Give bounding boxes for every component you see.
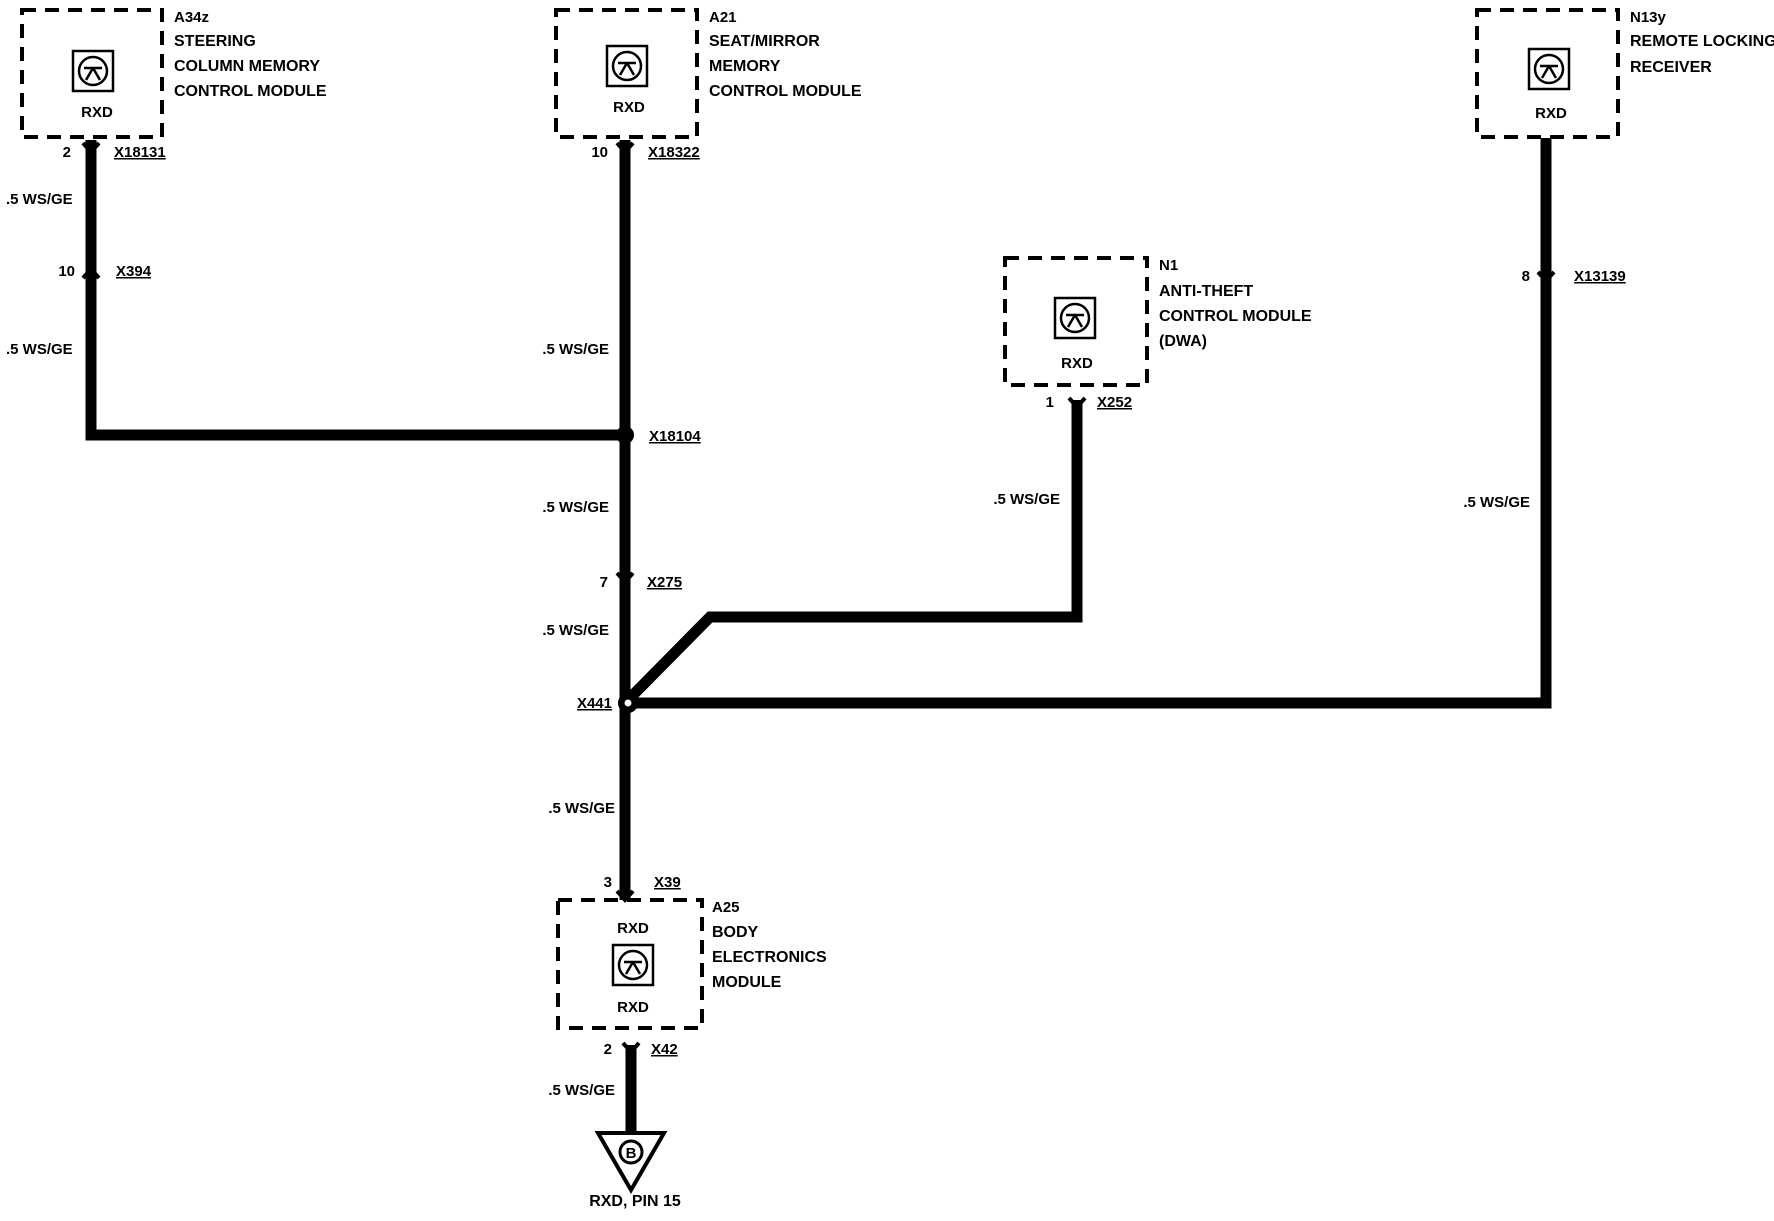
transceiver-icon [71, 49, 115, 93]
pin-x13139: 8 [1522, 268, 1530, 285]
pin-x18131: 2 [63, 144, 71, 161]
module-a21-name-3: CONTROL MODULE [709, 83, 862, 100]
pin-x275: 7 [600, 574, 608, 591]
wire-a34z [85, 140, 625, 441]
wire-label-n1: .5 WS/GE [993, 491, 1060, 508]
chevron-x18131-icon [81, 141, 101, 156]
chevron-x275-icon [615, 571, 635, 586]
module-n13y-id: N13y [1630, 9, 1667, 26]
splice-x18104-icon [616, 426, 634, 444]
chevron-x13139-icon [1536, 270, 1556, 285]
terminal: B RXD, PIN 15 [589, 1131, 681, 1210]
connector-x252: X252 [1097, 394, 1132, 411]
chevron-x394-icon [81, 265, 101, 280]
module-a21-name-2: MEMORY [709, 58, 781, 75]
module-a34z-name-1: STEERING [174, 33, 256, 50]
module-n1-name-2: CONTROL MODULE [1159, 308, 1312, 325]
module-a34z-id: A34z [174, 9, 209, 26]
wire-label-a34z-upper: .5 WS/GE [6, 191, 73, 208]
connector-x18104: X18104 [649, 428, 701, 445]
pin-x394: 10 [58, 263, 75, 280]
module-a25-name-3: MODULE [712, 974, 782, 991]
module-a25: RXD RXD A25 BODY ELECTRONICS MODULE [556, 898, 827, 1030]
wires [85, 138, 1552, 1133]
module-n13y-name-2: RECEIVER [1630, 59, 1712, 76]
module-a34z-pin-label: RXD [81, 104, 113, 121]
chevron-x252-icon [1067, 396, 1087, 411]
wire-label-trunk-mid: .5 WS/GE [542, 499, 609, 516]
module-a34z-name-2: COLUMN MEMORY [174, 58, 320, 75]
module-n1-box [1003, 256, 1149, 387]
connector-labels: 2 X18131 10 X394 10 X18322 X18104 7 X275… [58, 144, 1625, 1058]
wire-label-a25-out: .5 WS/GE [548, 1082, 615, 1099]
module-n13y-pin-label: RXD [1535, 105, 1567, 122]
module-a34z-name-3: CONTROL MODULE [174, 83, 327, 100]
transceiver-icon [611, 943, 655, 987]
pin-x42: 2 [604, 1041, 612, 1058]
connector-x275: X275 [647, 574, 682, 591]
module-n1-pin-label: RXD [1061, 355, 1093, 372]
module-a34z: RXD A34z STEERING COLUMN MEMORY CONTROL … [20, 8, 327, 139]
connector-x441: X441 [577, 695, 612, 712]
connector-x18131: X18131 [114, 144, 166, 161]
splices [616, 426, 638, 713]
chevron-x39-icon [615, 889, 635, 904]
wire-label-a25-in: .5 WS/GE [548, 800, 615, 817]
wire-label-n13y: .5 WS/GE [1463, 494, 1530, 511]
terminal-label: RXD, PIN 15 [589, 1193, 681, 1210]
transceiver-icon [605, 44, 649, 88]
module-n13y-name-1: REMOTE LOCKING [1630, 33, 1774, 50]
module-a25-name-1: BODY [712, 924, 759, 941]
module-a25-id: A25 [712, 899, 740, 916]
module-n1-name-3: (DWA) [1159, 333, 1207, 350]
terminal-symbol: B [626, 1145, 637, 1162]
terminal-ring-icon [618, 1139, 644, 1165]
connector-x39: X39 [654, 874, 681, 891]
connector-x18322: X18322 [648, 144, 700, 161]
module-a21-pin-label: RXD [613, 99, 645, 116]
pin-x39: 3 [604, 874, 612, 891]
pin-x252: 1 [1046, 394, 1054, 411]
module-n1-name-1: ANTI-THEFT [1159, 283, 1253, 300]
module-a21: RXD A21 SEAT/MIRROR MEMORY CONTROL MODUL… [554, 8, 862, 139]
module-a21-box [554, 8, 699, 139]
module-a25-pin-label-bottom: RXD [617, 999, 649, 1016]
splice-x441-center-icon [624, 699, 632, 707]
wire-n1 [624, 400, 1083, 704]
connector-x42: X42 [651, 1041, 678, 1058]
chevron-x42-icon [621, 1041, 641, 1056]
module-n13y-box [1475, 8, 1620, 139]
pin-x18322: 10 [591, 144, 608, 161]
module-a21-name-1: SEAT/MIRROR [709, 33, 820, 50]
module-n1-id: N1 [1159, 257, 1178, 274]
module-a34z-box [20, 8, 164, 139]
module-a21-id: A21 [709, 9, 737, 26]
connector-x13139: X13139 [1574, 268, 1626, 285]
wire-label-a21-upper: .5 WS/GE [542, 341, 609, 358]
wire-label-a34z-lower: .5 WS/GE [6, 341, 73, 358]
transceiver-icon [1053, 296, 1097, 340]
module-a25-box [556, 898, 704, 1030]
wire-label-trunk-lower: .5 WS/GE [542, 622, 609, 639]
module-a25-pin-label-top: RXD [617, 920, 649, 937]
wire-labels: .5 WS/GE .5 WS/GE .5 WS/GE .5 WS/GE .5 W… [6, 191, 1530, 1099]
wire-n13y [625, 138, 1552, 709]
connector-x394: X394 [116, 263, 152, 280]
transceiver-icon [1527, 47, 1571, 91]
chevron-x18322-icon [615, 141, 635, 156]
module-n1: RXD N1 ANTI-THEFT CONTROL MODULE (DWA) [1003, 256, 1312, 387]
connector-chevrons [81, 141, 1556, 1056]
module-n13y: RXD N13y REMOTE LOCKING RECEIVER [1475, 8, 1774, 139]
module-a25-name-2: ELECTRONICS [712, 949, 827, 966]
